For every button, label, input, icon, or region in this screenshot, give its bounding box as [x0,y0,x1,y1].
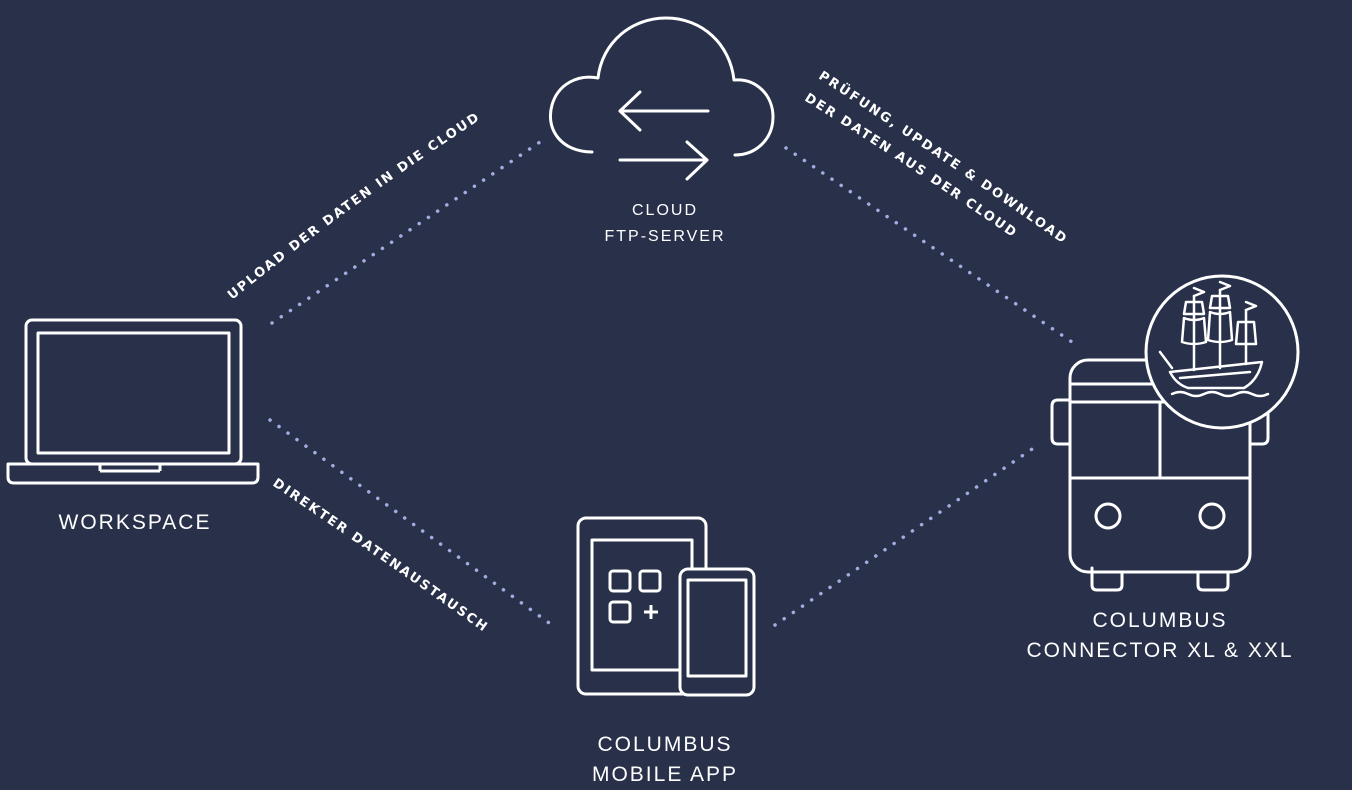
connector-mobile-connector [773,443,1040,627]
edge-label-upload: UPLOAD DER DATEN IN DIE CLOUD [225,110,483,304]
workspace-label-text: WORKSPACE [58,511,212,534]
cloud-label-line1: CLOUD [631,202,698,219]
connector-cloud-connector [784,146,1074,344]
workspace-label: WORKSPACE [10,508,260,538]
mobile-label-line2: MOBILE APP [591,763,739,786]
ship-logo-icon [1144,274,1300,430]
laptop-icon [6,318,260,485]
connector-workspace-cloud [270,140,542,325]
mobile-label: COLUMBUS MOBILE APP [545,730,785,790]
mobile-label-line1: COLUMBUS [597,733,733,756]
cloud-icon [549,16,775,181]
mobile-devices-icon [576,516,756,697]
edge-label-download-line2: DER DATEN AUS DER CLOUD [802,91,1020,242]
connector-label: COLUMBUS CONNECTOR XL & XXL [960,606,1352,666]
cloud-label-line2: FTP-SERVER [604,228,726,245]
cloud-label: CLOUD FTP-SERVER [590,198,740,250]
connector-label-line1: COLUMBUS [1092,609,1228,632]
connector-label-line2: CONNECTOR XL & XXL [1026,639,1294,662]
connector-workspace-mobile [268,418,558,630]
edge-label-download-line1: PRÜFUNG, UPDATE & DOWNLOAD [816,69,1071,248]
